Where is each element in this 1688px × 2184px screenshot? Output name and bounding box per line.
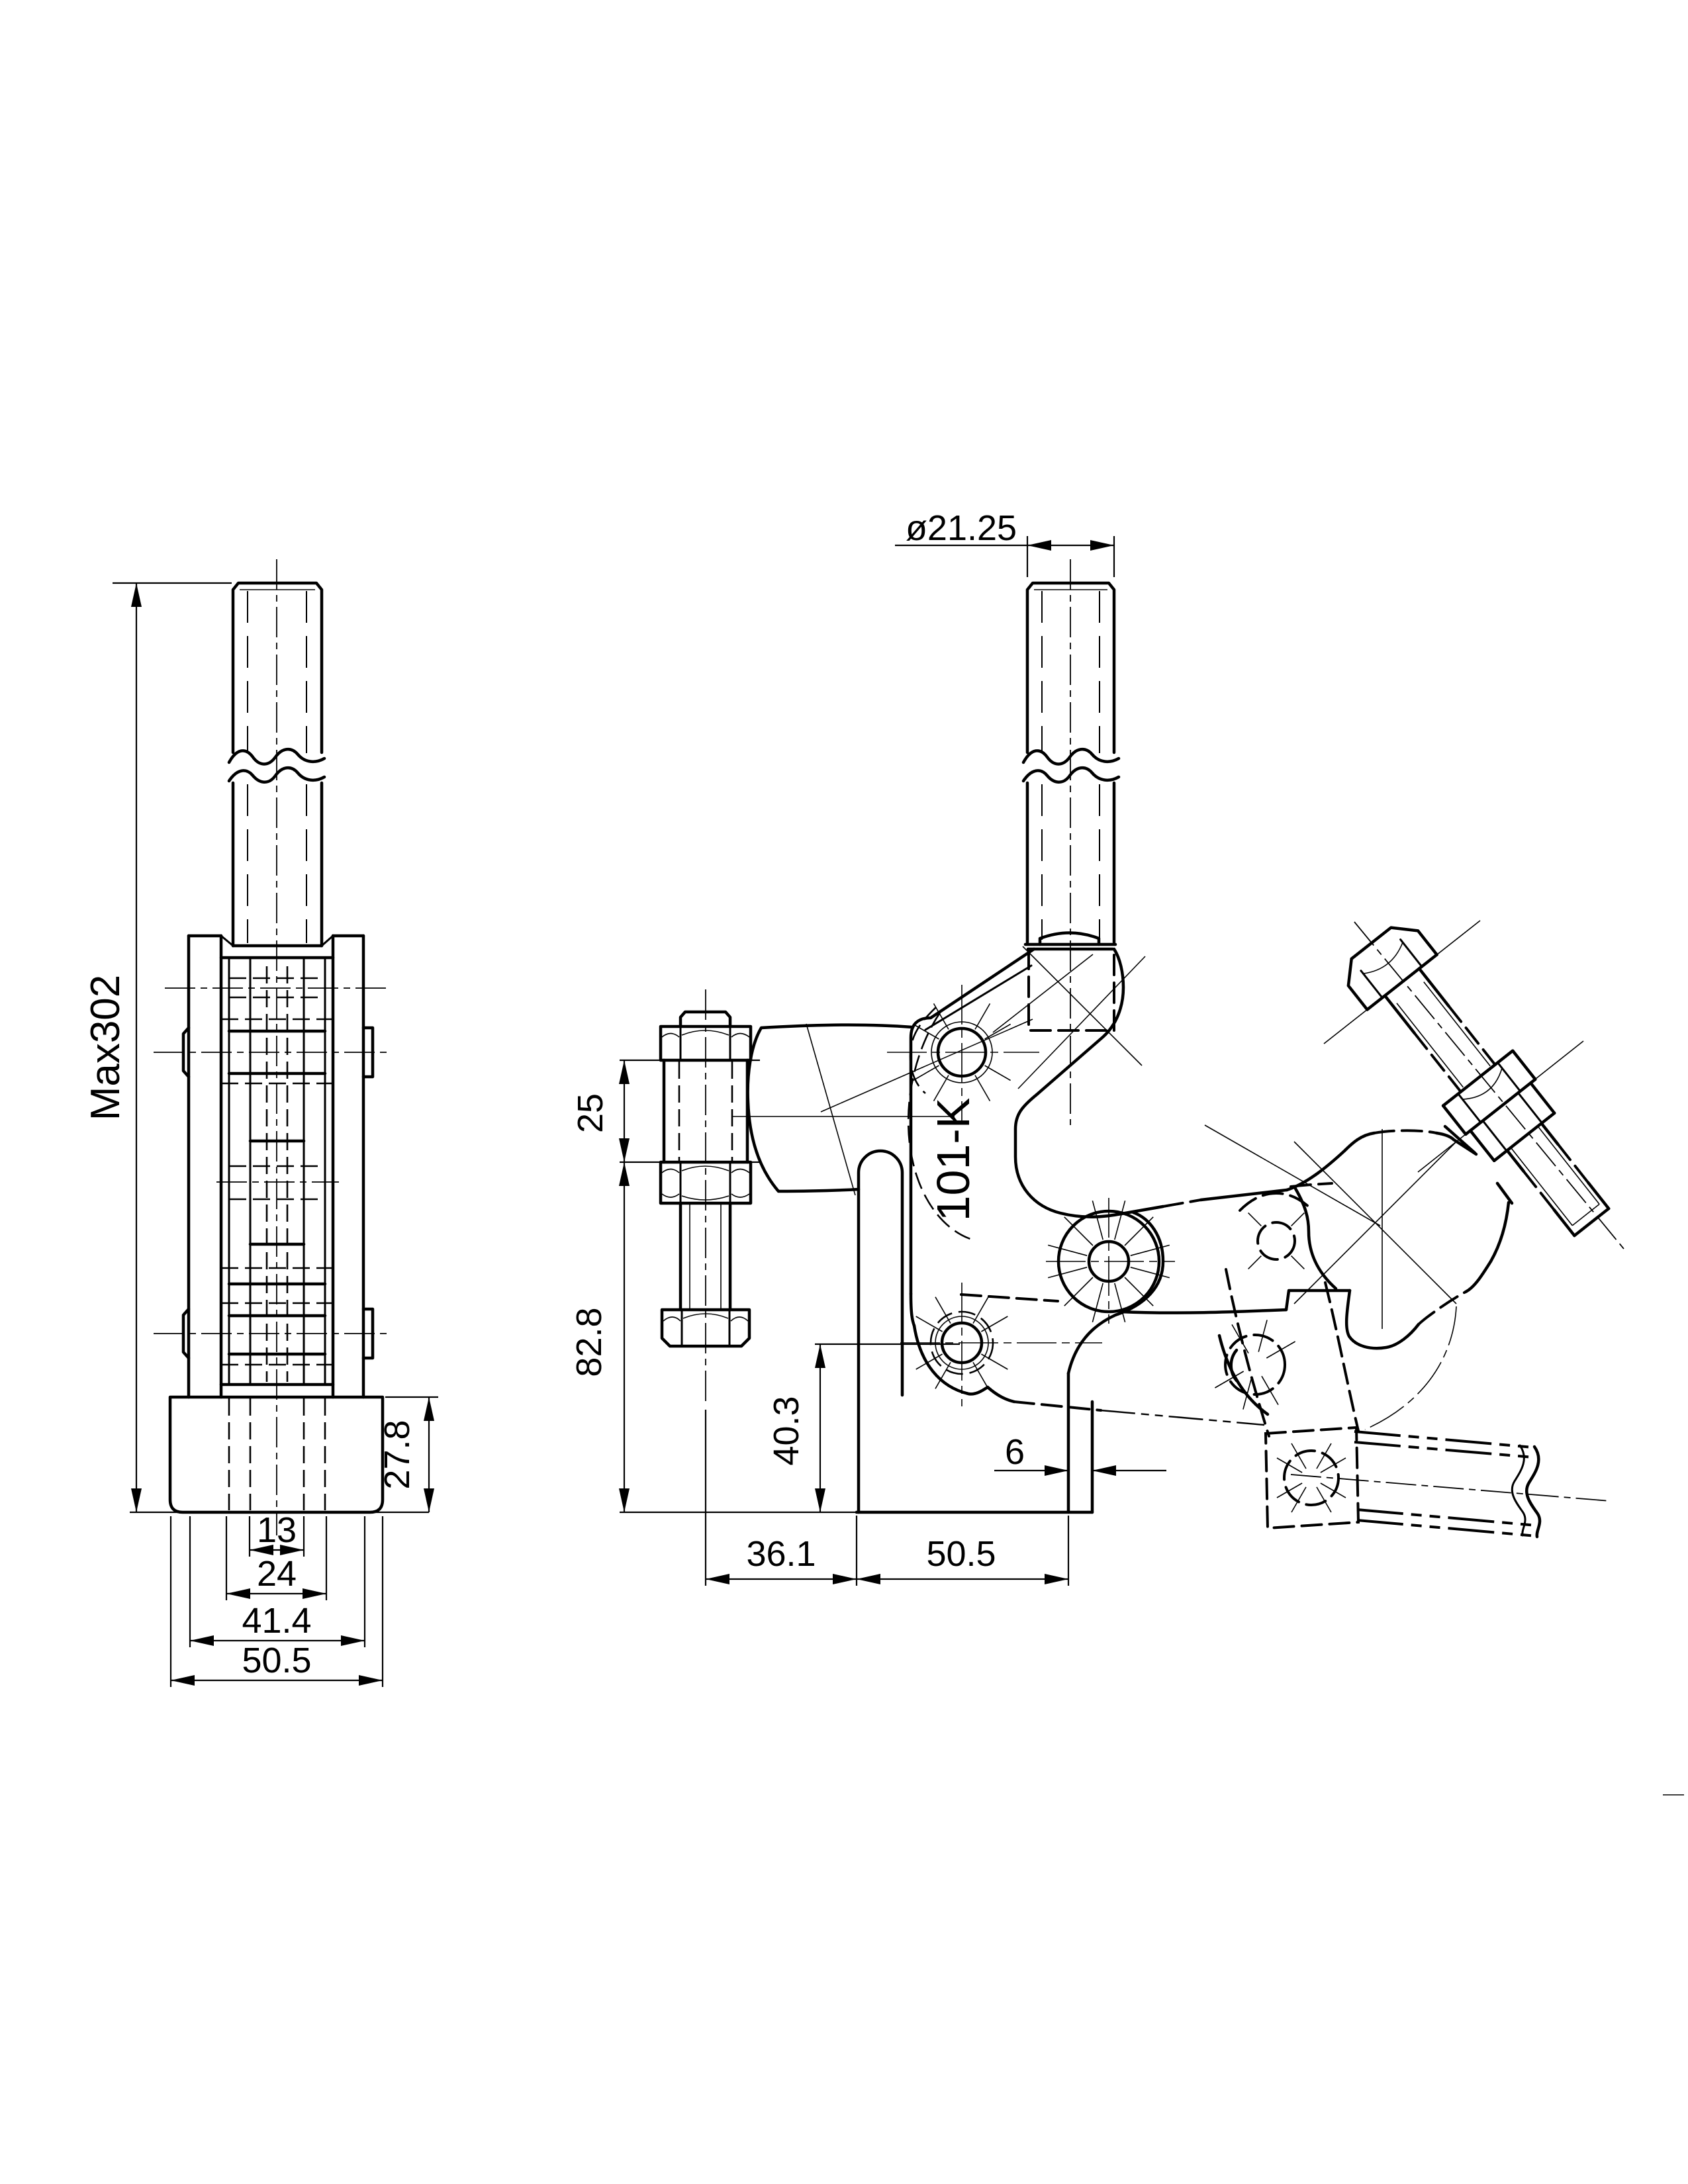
- svg-text:25: 25: [571, 1093, 610, 1133]
- svg-text:24: 24: [257, 1554, 297, 1594]
- svg-text:40.3: 40.3: [767, 1396, 806, 1465]
- svg-text:41.4: 41.4: [242, 1601, 311, 1641]
- svg-text:27.8: 27.8: [377, 1420, 417, 1489]
- svg-text:50.5: 50.5: [242, 1641, 311, 1680]
- svg-text:ø21.25: ø21.25: [906, 508, 1017, 548]
- svg-text:50.5: 50.5: [926, 1534, 996, 1574]
- svg-text:13: 13: [257, 1510, 297, 1550]
- svg-text:6: 6: [1005, 1432, 1025, 1472]
- svg-text:Max302: Max302: [83, 975, 128, 1121]
- svg-text:101-K: 101-K: [927, 1098, 979, 1222]
- svg-text:82.8: 82.8: [569, 1307, 609, 1377]
- svg-text:36.1: 36.1: [746, 1534, 816, 1574]
